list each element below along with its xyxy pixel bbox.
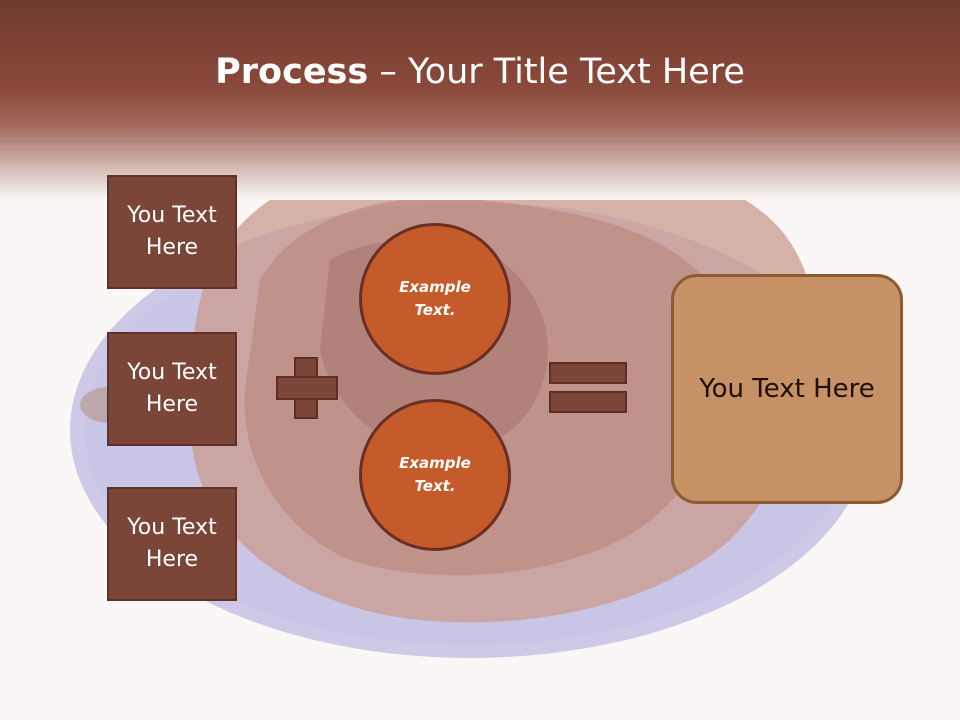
result-box[interactable]: You Text Here: [671, 274, 903, 504]
left-text-box-3[interactable]: You Text Here: [107, 487, 237, 601]
slide-title: Process – Your Title Text Here: [0, 52, 960, 92]
title-band: [0, 0, 960, 200]
example-circle-1[interactable]: Example Text.: [359, 223, 511, 375]
title-rest: – Your Title Text Here: [368, 52, 745, 92]
left-text-box-2[interactable]: You Text Here: [107, 332, 237, 446]
left-text-box-1[interactable]: You Text Here: [107, 175, 237, 289]
title-bold: Process: [215, 52, 369, 92]
example-circle-2[interactable]: Example Text.: [359, 399, 511, 551]
